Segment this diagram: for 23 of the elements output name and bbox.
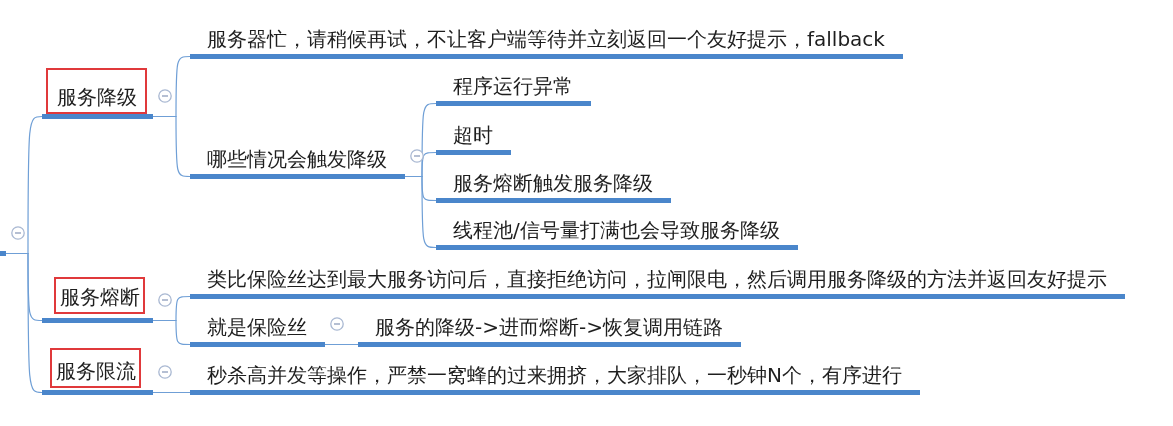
subtopic-label: 服务熔断触发服务降级 [436, 170, 671, 203]
subtopic-label: 服务器忙，请稍候再试，不让客户端等待并立刻返回一个友好提示，fallback [190, 26, 903, 59]
branch-line [152, 319, 191, 346]
root-branch-bar [0, 250, 6, 256]
topic-label: 服务熔断 [54, 276, 145, 314]
subtopic-label: 线程池/信号量打满也会导致服务降级 [436, 217, 798, 250]
main-topic [42, 276, 153, 323]
branch-line [152, 391, 191, 394]
topic-label: 服务降级 [46, 67, 147, 114]
main-topic [42, 347, 153, 395]
subtopic-label: 秒杀高并发等操作，严禁一窝蜂的过来拥挤，大家排队，一秒钟N个，有序进行 [190, 362, 920, 395]
branch-line [324, 343, 359, 346]
main-topic [42, 67, 153, 119]
subtopic-label: 类比保险丝达到最大服务访问后，直接拒绝访问，拉闸限电，然后调用服务降级的方法并返回友好提示 [190, 266, 1125, 299]
branch-line [404, 175, 437, 249]
subtopic-label: 哪些情况会触发降级 [190, 146, 405, 179]
subtopic-label: 服务的降级->进而熔断->恢复调用链路 [358, 314, 741, 347]
subtopic-label: 程序运行异常 [436, 73, 591, 106]
subtopic-label: 超时 [436, 122, 511, 155]
branch-line [152, 115, 191, 178]
subtopic-label: 就是保险丝 [190, 314, 325, 347]
topic-label: 服务限流 [50, 347, 141, 388]
branch-line [5, 252, 43, 394]
